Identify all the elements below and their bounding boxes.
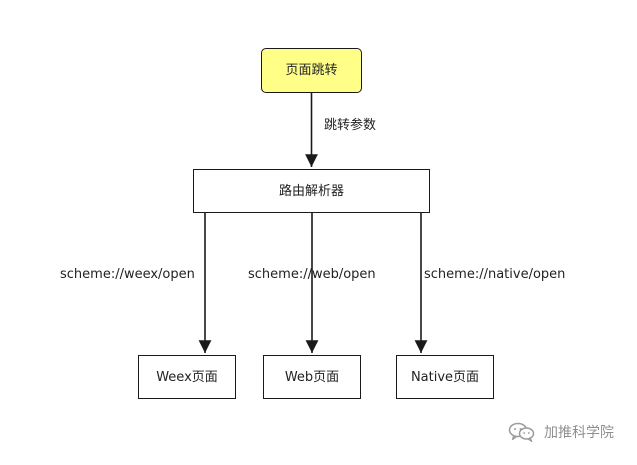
watermark-text: 加推科学院: [544, 425, 614, 441]
params-edge-label: 跳转参数: [324, 118, 377, 133]
start-node-label: 页面跳转: [285, 63, 338, 78]
weex-page-label: Weex页面: [156, 369, 218, 385]
web-scheme-label: scheme://web/open: [248, 267, 376, 282]
weex-page-node: Weex页面: [138, 355, 236, 399]
native-scheme-label: scheme://native/open: [424, 267, 566, 282]
router-node: 路由解析器: [193, 169, 430, 213]
native-page-node: Native页面: [396, 355, 494, 399]
weex-scheme-label: scheme://weex/open: [60, 267, 195, 282]
web-page-label: Web页面: [284, 369, 340, 385]
start-node: 页面跳转: [261, 48, 362, 93]
router-node-label: 路由解析器: [278, 183, 344, 199]
wechat-icon: [508, 421, 536, 443]
native-page-label: Native页面: [410, 369, 480, 385]
web-page-node: Web页面: [263, 355, 361, 399]
watermark: 加推科学院: [508, 420, 614, 444]
